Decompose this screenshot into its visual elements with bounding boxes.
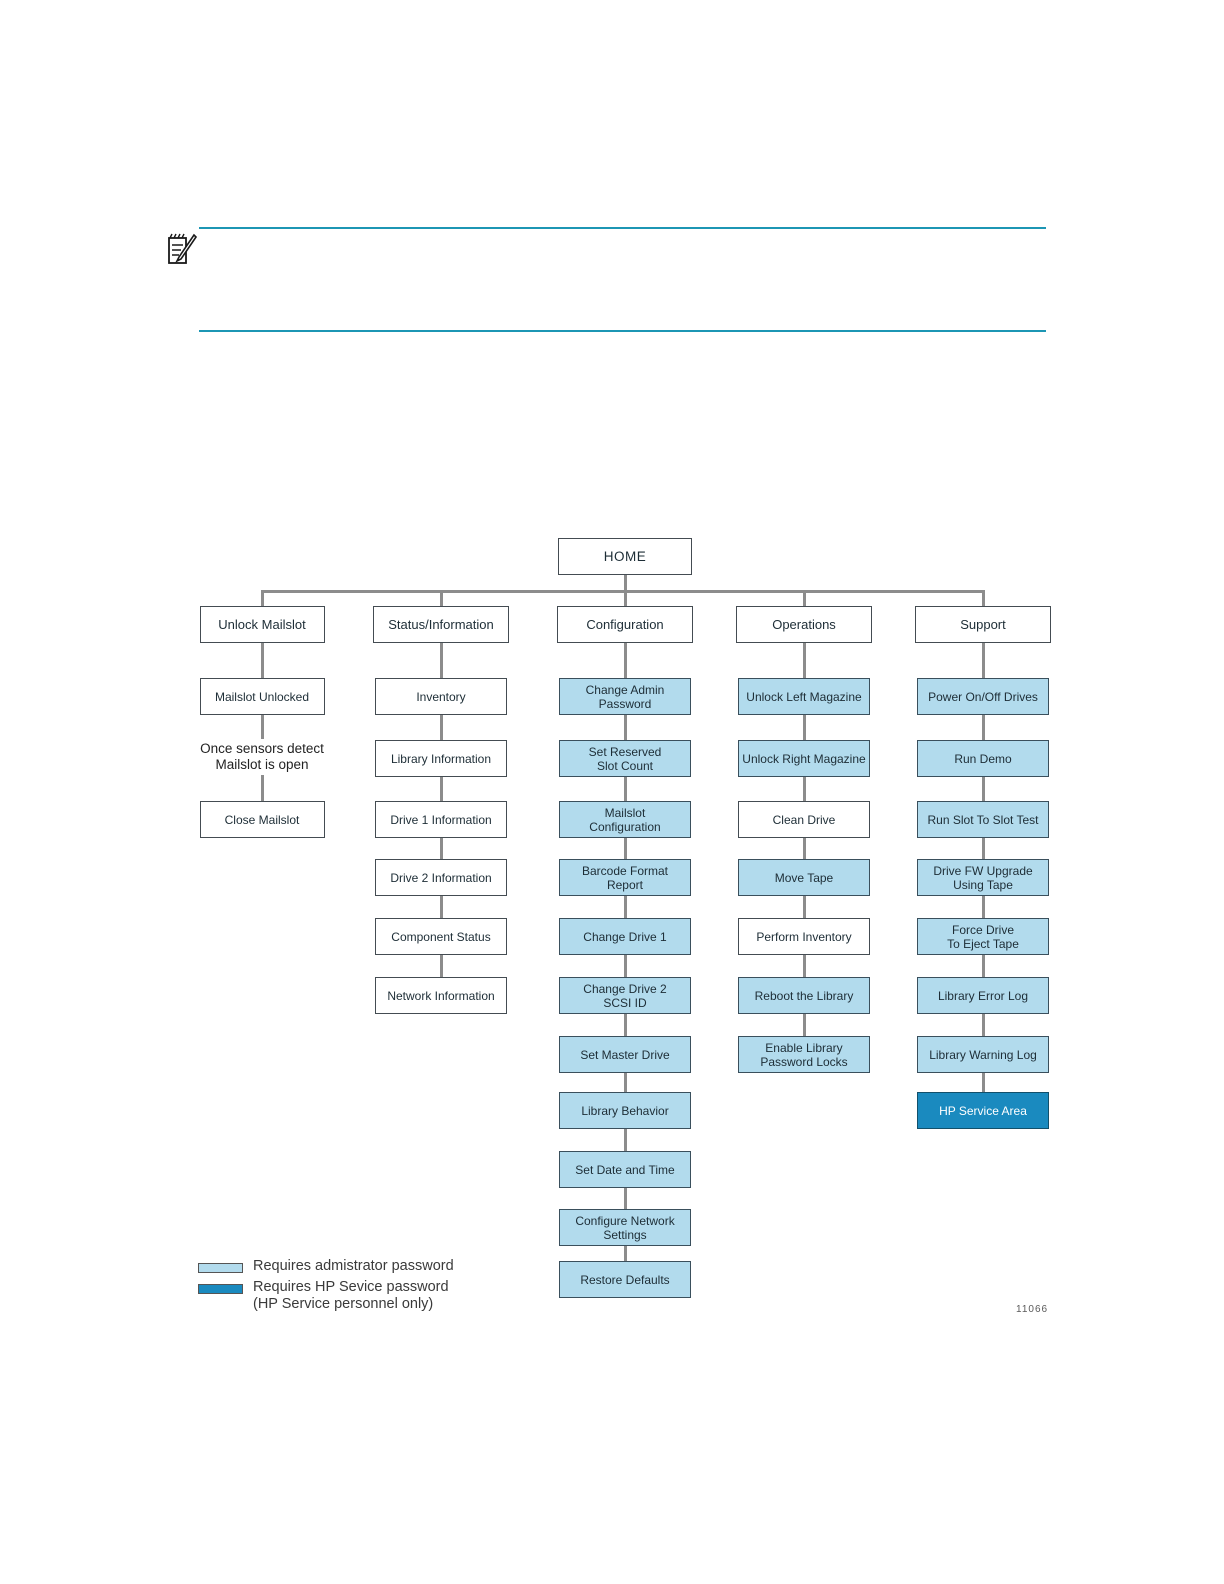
column-header: Unlock Mailslot bbox=[199, 606, 325, 643]
tree-node: Power On/Off Drives bbox=[917, 678, 1049, 715]
column-header: Status/Information bbox=[373, 606, 509, 643]
tree-node: Run Demo bbox=[917, 740, 1049, 777]
connector-line bbox=[261, 775, 264, 803]
tree-node: Change Admin Password bbox=[559, 678, 691, 715]
tree-node: HP Service Area bbox=[917, 1092, 1049, 1129]
tree-node: Inventory bbox=[375, 678, 507, 715]
tree-node: Change Drive 1 bbox=[559, 918, 691, 955]
home-node: HOME bbox=[558, 538, 692, 575]
connector-line bbox=[803, 590, 806, 606]
tree-node: Unlock Left Magazine bbox=[738, 678, 870, 715]
tree-node: Run Slot To Slot Test bbox=[917, 801, 1049, 838]
connector-line bbox=[440, 590, 443, 606]
tree-node: Library Behavior bbox=[559, 1092, 691, 1129]
tree-node: Enable Library Password Locks bbox=[738, 1036, 870, 1073]
connector-line bbox=[261, 590, 264, 606]
tree-node: Reboot the Library bbox=[738, 977, 870, 1014]
connector-line bbox=[624, 590, 627, 606]
tree-node: Set Date and Time bbox=[559, 1151, 691, 1188]
legend-swatch-hp-service-password bbox=[198, 1284, 243, 1294]
tree-node: Drive FW Upgrade Using Tape bbox=[917, 859, 1049, 896]
tree-node: Clean Drive bbox=[738, 801, 870, 838]
tree-node: Drive 1 Information bbox=[375, 801, 507, 838]
figure-number: 11066 bbox=[1016, 1304, 1049, 1315]
note-rule-top bbox=[199, 227, 1046, 229]
tree-node: Library Information bbox=[375, 740, 507, 777]
tree-node: Library Error Log bbox=[917, 977, 1049, 1014]
column-note-text: Once sensors detect Mailslot is open bbox=[177, 741, 347, 775]
tree-node: Restore Defaults bbox=[559, 1261, 691, 1298]
tree-node: Force Drive To Eject Tape bbox=[917, 918, 1049, 955]
legend-label-hp-service-note: (HP Service personnel only) bbox=[253, 1296, 434, 1312]
tree-node: Change Drive 2 SCSI ID bbox=[559, 977, 691, 1014]
tree-node: Mailslot Configuration bbox=[559, 801, 691, 838]
tree-node: Close Mailslot bbox=[199, 801, 325, 838]
tree-node: Set Reserved Slot Count bbox=[559, 740, 691, 777]
column-header: Support bbox=[915, 606, 1051, 643]
column-header: Operations bbox=[736, 606, 872, 643]
connector-line bbox=[261, 590, 985, 593]
legend: Requires admistrator password Requires H… bbox=[198, 1258, 528, 1324]
legend-label-hp-service-password: Requires HP Sevice password bbox=[253, 1279, 449, 1295]
tree-node: Drive 2 Information bbox=[375, 859, 507, 896]
legend-label-admin-password: Requires admistrator password bbox=[253, 1258, 454, 1274]
tree-node: Component Status bbox=[375, 918, 507, 955]
connector-line bbox=[803, 643, 806, 1038]
tree-node: Move Tape bbox=[738, 859, 870, 896]
tree-node: Mailslot Unlocked bbox=[199, 678, 325, 715]
connector-line bbox=[624, 575, 627, 593]
tree-node: Network Information bbox=[375, 977, 507, 1014]
tree-node: Library Warning Log bbox=[917, 1036, 1049, 1073]
tree-node: Configure Network Settings bbox=[559, 1209, 691, 1246]
connector-line bbox=[982, 590, 985, 606]
tree-node: Perform Inventory bbox=[738, 918, 870, 955]
column-header: Configuration bbox=[557, 606, 693, 643]
tree-node: Set Master Drive bbox=[559, 1036, 691, 1073]
tree-node: Barcode Format Report bbox=[559, 859, 691, 896]
note-rule-bottom bbox=[199, 330, 1046, 332]
tree-node: Unlock Right Magazine bbox=[738, 740, 870, 777]
legend-swatch-admin-password bbox=[198, 1263, 243, 1273]
note-pencil-icon bbox=[168, 233, 197, 264]
